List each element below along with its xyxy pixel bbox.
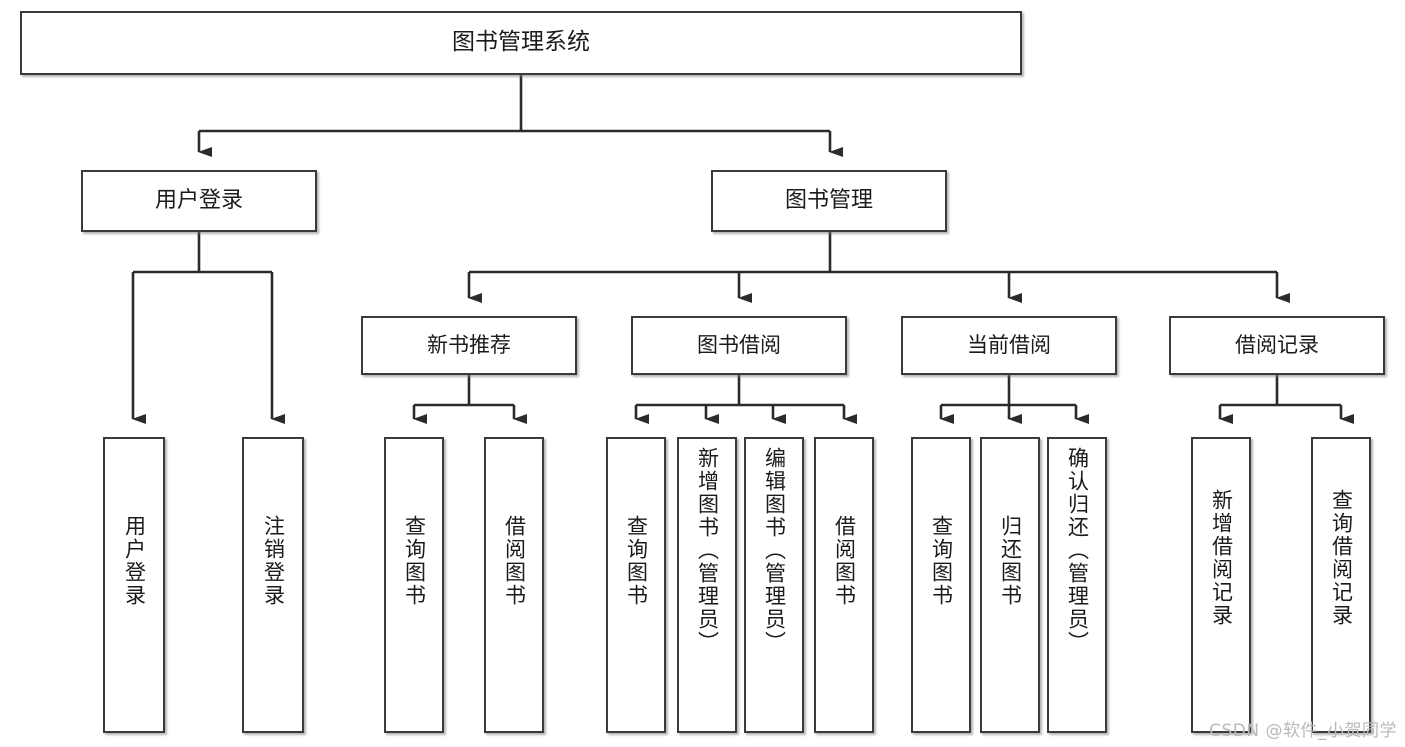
leaf-record-add[interactable]: 新增借阅记录 (1191, 437, 1251, 733)
leaf-borrow-borrow-book[interactable]: 借阅图书 (814, 437, 874, 733)
node-borrow-record-label: 借阅记录 (1235, 333, 1319, 358)
node-root-system-label: 图书管理系统 (452, 29, 590, 56)
leaf-borrow-edit-book[interactable]: 编辑图书（管理员） (744, 437, 804, 733)
leaf-current-query-book-label: 查询图书 (929, 515, 954, 607)
node-book-borrow-label: 图书借阅 (697, 333, 781, 358)
leaf-record-query[interactable]: 查询借阅记录 (1311, 437, 1371, 733)
leaf-user-login-logout-label: 注销登录 (261, 515, 286, 607)
node-current-borrow[interactable]: 当前借阅 (901, 316, 1117, 375)
leaf-current-return-book[interactable]: 归还图书 (980, 437, 1040, 733)
leaf-record-add-label: 新增借阅记录 (1209, 489, 1234, 627)
leaf-current-query-book[interactable]: 查询图书 (911, 437, 971, 733)
leaf-new-book-borrow-label: 借阅图书 (502, 515, 527, 607)
leaf-user-login-login-label: 用户登录 (122, 515, 147, 607)
node-book-management[interactable]: 图书管理 (711, 170, 947, 232)
leaf-new-book-query-label: 查询图书 (402, 515, 427, 607)
leaf-current-confirm-return[interactable]: 确认归还（管理员） (1047, 437, 1107, 733)
leaf-new-book-query[interactable]: 查询图书 (384, 437, 444, 733)
node-root-system[interactable]: 图书管理系统 (20, 11, 1022, 75)
leaf-user-login-logout[interactable]: 注销登录 (242, 437, 304, 733)
node-user-login[interactable]: 用户登录 (81, 170, 317, 232)
leaf-current-confirm-return-label: 确认归还（管理员） (1065, 447, 1090, 654)
node-book-borrow[interactable]: 图书借阅 (631, 316, 847, 375)
leaf-borrow-add-book-label: 新增图书（管理员） (695, 447, 720, 654)
leaf-borrow-query-book-label: 查询图书 (624, 515, 649, 607)
leaf-record-query-label: 查询借阅记录 (1329, 489, 1354, 627)
leaf-current-return-book-label: 归还图书 (998, 515, 1023, 607)
node-borrow-record[interactable]: 借阅记录 (1169, 316, 1385, 375)
node-new-book-recommend-label: 新书推荐 (427, 333, 511, 358)
node-book-management-label: 图书管理 (784, 188, 873, 214)
leaf-borrow-edit-book-label: 编辑图书（管理员） (762, 447, 787, 654)
node-user-login-label: 用户登录 (154, 188, 243, 214)
leaf-new-book-borrow[interactable]: 借阅图书 (484, 437, 544, 733)
leaf-borrow-borrow-book-label: 借阅图书 (832, 515, 857, 607)
leaf-borrow-query-book[interactable]: 查询图书 (606, 437, 666, 733)
leaf-borrow-add-book[interactable]: 新增图书（管理员） (677, 437, 737, 733)
watermark: CSDN @软件_小贺同学 (1209, 721, 1397, 741)
leaf-user-login-login[interactable]: 用户登录 (103, 437, 165, 733)
node-new-book-recommend[interactable]: 新书推荐 (361, 316, 577, 375)
node-current-borrow-label: 当前借阅 (967, 333, 1051, 358)
